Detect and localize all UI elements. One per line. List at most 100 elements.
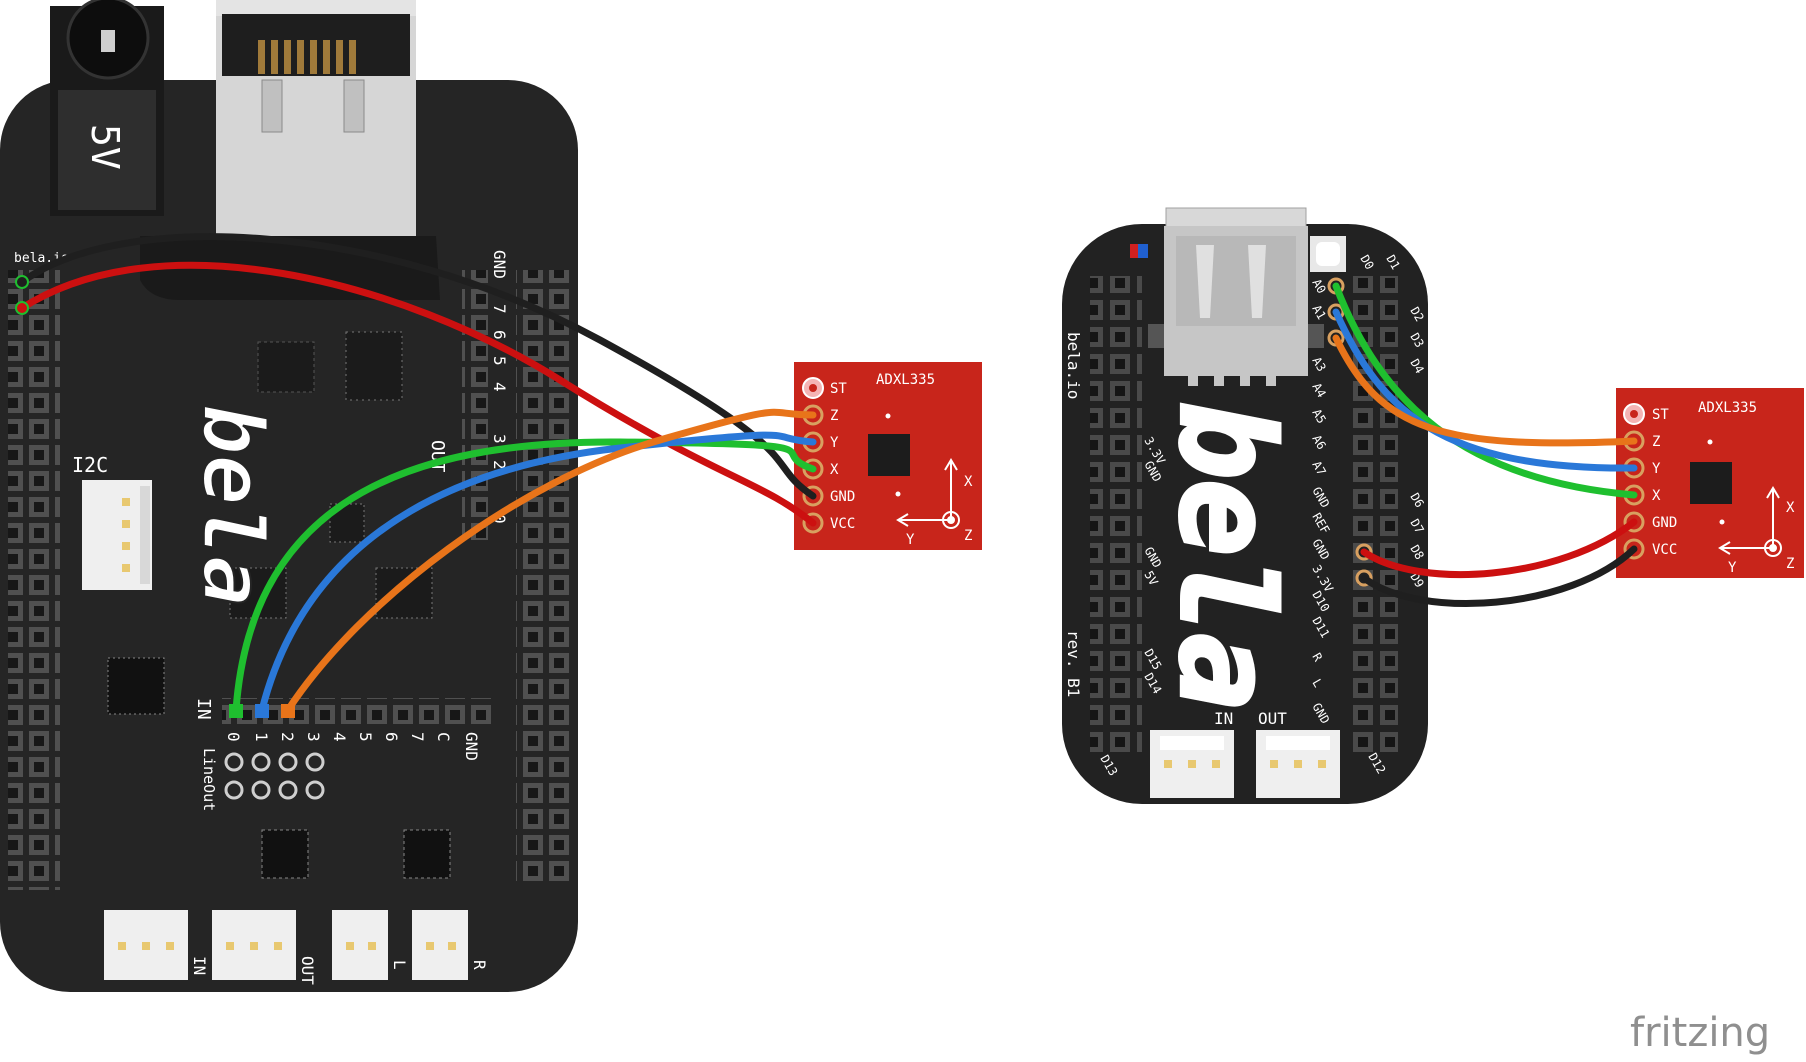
svg-text:D7: D7 (1407, 517, 1426, 537)
bela-mini-pcb (1062, 224, 1428, 804)
svg-text:R: R (470, 960, 489, 970)
svg-text:GND: GND (462, 732, 481, 761)
svg-text:7: 7 (408, 732, 427, 742)
sensor-pin-labels: ST Z Y X GND VCC (830, 381, 855, 532)
svg-text:ST: ST (830, 381, 847, 397)
wire-black (1360, 545, 1638, 607)
svg-text:Z: Z (830, 408, 838, 424)
chip (107, 657, 165, 715)
fritzing-watermark: fritzing (1630, 1010, 1770, 1056)
svg-text:2: 2 (278, 732, 297, 742)
svg-text:L: L (390, 960, 409, 970)
svg-text:X: X (964, 474, 973, 490)
svg-text:D4: D4 (1407, 357, 1426, 377)
svg-text:4: 4 (490, 382, 509, 392)
mini-in-label: IN (1214, 709, 1233, 728)
svg-text:X: X (1786, 500, 1795, 516)
mini-revision: rev. B1 (1064, 630, 1083, 697)
chip (257, 341, 315, 393)
header-left (8, 270, 60, 890)
svg-text:3: 3 (490, 434, 509, 444)
svg-text:Y: Y (830, 435, 839, 451)
svg-text:X: X (830, 462, 839, 478)
svg-text:4: 4 (330, 732, 349, 742)
svg-text:Z: Z (964, 528, 972, 544)
svg-text:GND: GND (1652, 515, 1677, 531)
mini-out-label: OUT (1258, 709, 1287, 728)
svg-text:2: 2 (490, 460, 509, 470)
svg-text:D3: D3 (1407, 331, 1426, 351)
svg-text:0: 0 (224, 732, 243, 742)
svg-text:GND: GND (830, 489, 855, 505)
wires-right (1332, 282, 1638, 607)
analog-in-pin-labels: 0 1 2 3 4 5 6 7 C GND (224, 732, 481, 761)
mini-brand-text: bela.io (1064, 332, 1083, 399)
ethernet-jack (216, 0, 416, 260)
svg-text:A1: A1 (1309, 303, 1328, 323)
svg-text:Z: Z (1786, 556, 1794, 572)
i2c-label: I2C (72, 453, 108, 477)
bela-pcb (0, 80, 578, 992)
svg-text:6: 6 (382, 732, 401, 742)
svg-text:A5: A5 (1309, 407, 1328, 427)
svg-text:D8: D8 (1407, 543, 1426, 563)
sensor-chip (1690, 462, 1732, 504)
analog-out-pin-labels: GND 7 6 5 4 3 2 0 (490, 250, 509, 524)
sensor-chip (868, 434, 910, 476)
adxl335-left: ADXL335 ST Z Y X GND VCC X Y Z (794, 362, 982, 550)
wire-orange (1332, 334, 1638, 447)
svg-text:Y: Y (1728, 560, 1737, 576)
wire-blue (258, 431, 817, 714)
svg-text:Y: Y (906, 532, 915, 548)
lineout-pads (224, 752, 325, 800)
bela-mini-logo: bela (1151, 402, 1300, 710)
svg-text:D2: D2 (1407, 305, 1426, 325)
bela-logo: bela (184, 404, 282, 606)
chip (375, 567, 433, 619)
svg-text:A6: A6 (1309, 433, 1328, 453)
svg-text:VCC: VCC (830, 516, 855, 532)
wire-black (18, 233, 817, 500)
svg-text:6: 6 (490, 330, 509, 340)
wire-red (18, 261, 817, 527)
svg-text:5: 5 (356, 732, 375, 742)
svg-text:D1: D1 (1383, 253, 1402, 273)
sensor-pin-labels: ST Z Y X GND VCC (1652, 407, 1677, 558)
header-analog-out (462, 270, 488, 540)
svg-text:3: 3 (304, 732, 323, 742)
svg-text:ST: ST (1652, 407, 1669, 423)
svg-text:VCC: VCC (1652, 542, 1677, 558)
usb-connector (1148, 207, 1324, 386)
svg-text:IN: IN (190, 956, 209, 975)
svg-text:D6: D6 (1407, 491, 1426, 511)
power-jack: 5V (50, 0, 164, 216)
svg-text:7: 7 (490, 304, 509, 314)
axis-indicator (1718, 486, 1782, 557)
chip (345, 331, 403, 401)
axis-indicator (896, 458, 960, 529)
svg-text:GND: GND (490, 250, 509, 279)
svg-text:1: 1 (252, 732, 271, 742)
analog-in-label: IN (193, 698, 214, 720)
wire-orange (284, 408, 817, 714)
lineout-label: LineOut (200, 748, 218, 811)
svg-text:A0: A0 (1309, 277, 1328, 297)
chip (261, 829, 309, 879)
svg-text:A7: A7 (1309, 459, 1328, 479)
svg-text:A3: A3 (1309, 355, 1328, 375)
wires-left (18, 233, 817, 714)
wire-red (1360, 518, 1638, 579)
svg-text:X: X (1652, 488, 1661, 504)
svg-text:0: 0 (490, 514, 509, 524)
bela-mini-board: bela bela.io rev. B1 3.3V GND GND 5V D15… (1062, 207, 1428, 804)
svg-text:5V: 5V (1141, 569, 1160, 589)
svg-text:OUT: OUT (298, 956, 317, 985)
svg-text:5: 5 (490, 356, 509, 366)
audio-connectors: IN OUT L R (104, 910, 489, 985)
svg-text:A4: A4 (1309, 381, 1328, 401)
svg-text:C: C (434, 732, 453, 742)
sensor-name: ADXL335 (1698, 400, 1757, 416)
chip (403, 829, 451, 879)
adxl335-right: ADXL335 ST Z Y X GND VCC X Y Z (1616, 388, 1804, 578)
